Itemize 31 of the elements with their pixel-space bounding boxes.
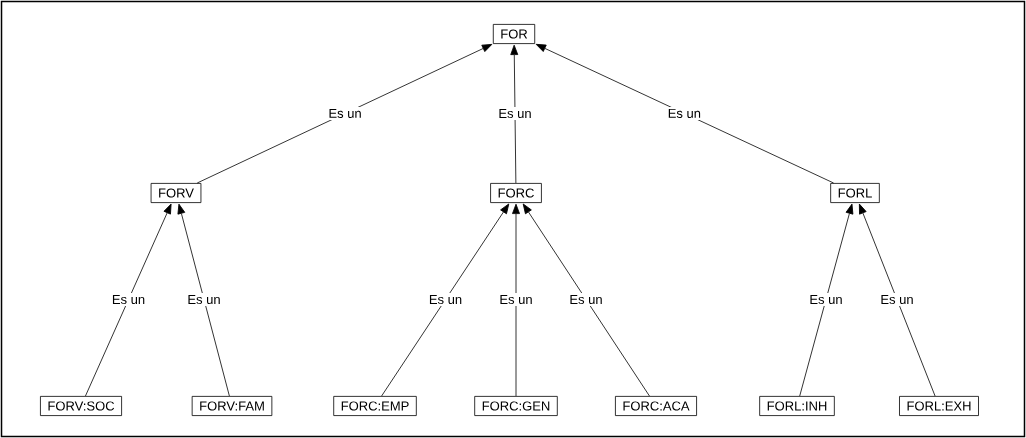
edge-label: Es un	[185, 292, 223, 307]
edge-label: Es un	[567, 292, 605, 307]
class-box: FORC	[490, 183, 542, 203]
arrow	[522, 203, 650, 397]
arrow	[196, 44, 493, 184]
edge-label: Es un	[807, 292, 845, 307]
arrow	[512, 203, 520, 397]
class-box: FORL	[830, 183, 880, 203]
arrow	[381, 203, 510, 397]
class-box: FORC:GEN	[474, 396, 558, 416]
class-box: FORC:EMP	[333, 396, 417, 416]
edge-label: Es un	[426, 292, 465, 307]
edge-label: Es un	[497, 292, 535, 307]
edge-label: Es un	[878, 292, 916, 307]
arrow	[85, 203, 172, 397]
class-box: FORV:FAM	[191, 396, 273, 416]
class-box: FORL:EXH	[899, 396, 979, 416]
arrow	[535, 43, 834, 184]
edge-label: Es un	[109, 292, 148, 307]
edge-label: Es un	[496, 106, 534, 121]
arrow	[799, 203, 854, 397]
arrow	[177, 203, 230, 397]
class-box: FORV:SOC	[40, 396, 122, 416]
class-box: FORV	[150, 183, 202, 203]
class-box: FORL:INH	[759, 396, 835, 416]
edge-label: Es un	[665, 106, 703, 120]
edge-label: Es un	[326, 106, 364, 120]
arrow	[858, 203, 936, 397]
class-box: FOR	[492, 24, 536, 44]
arrow	[510, 44, 519, 184]
class-box: FORC:ACA	[615, 396, 697, 416]
